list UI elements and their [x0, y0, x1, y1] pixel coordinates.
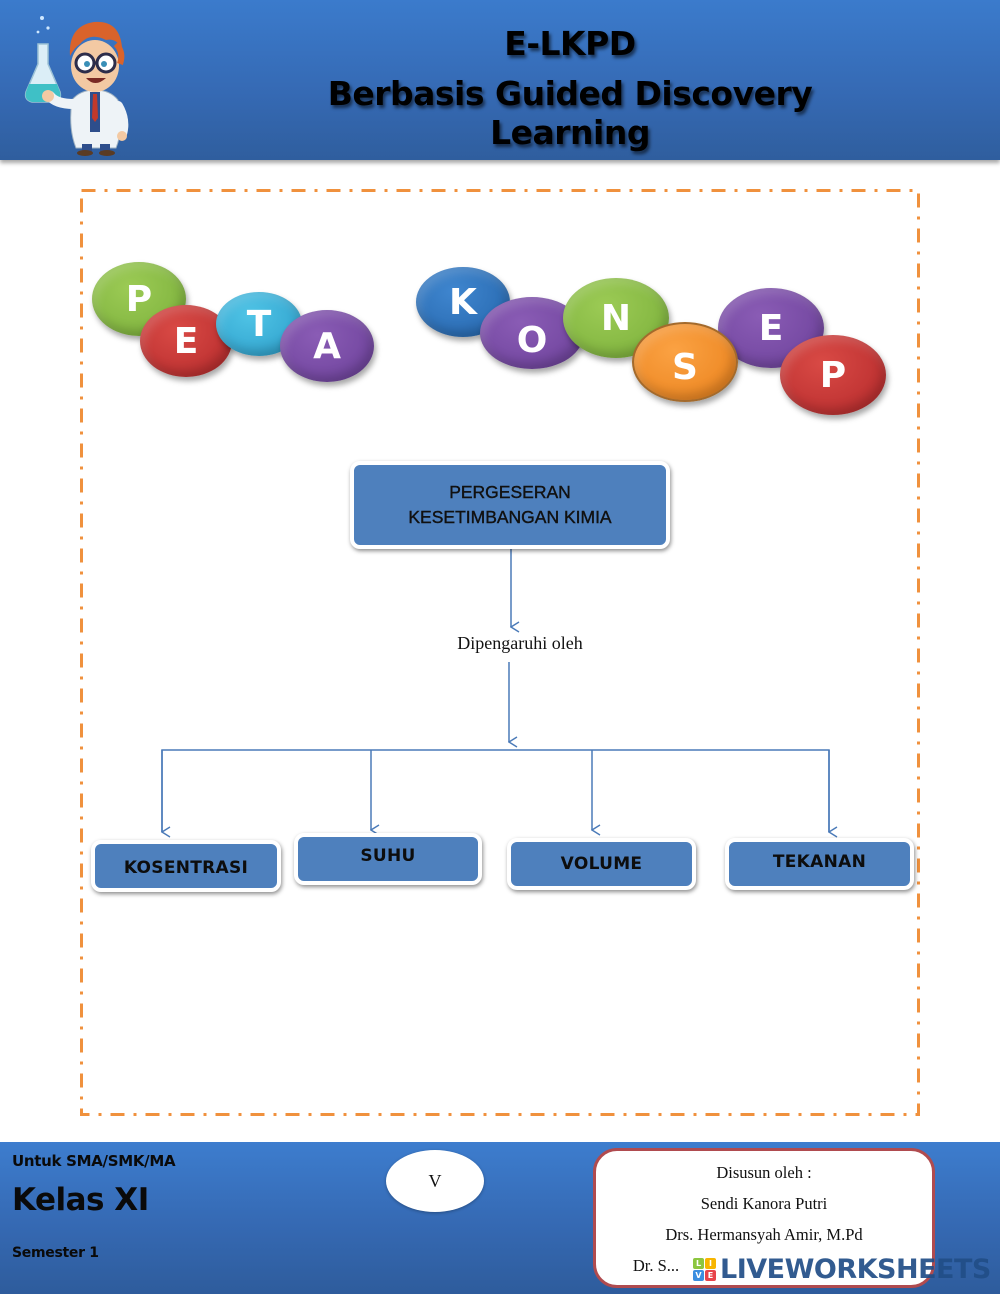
bubble-letter-p2: P [780, 335, 886, 415]
audience-label: Untuk SMA/SMK/MA [12, 1152, 176, 1170]
factor-box-suhu: SUHU [294, 833, 482, 885]
author-name: Drs. Hermansyah Amir, M.Pd [665, 1225, 863, 1244]
factor-label: TEKANAN [772, 852, 867, 872]
document-title: E-LKPD [504, 24, 636, 63]
factor-label: SUHU [360, 846, 416, 866]
grade-label: Kelas XI [12, 1182, 149, 1218]
dashed-frame [80, 189, 920, 1116]
factor-label: VOLUME [560, 854, 643, 874]
author-name: Sendi Kanora Putri [700, 1194, 828, 1213]
header-banner: E-LKPD Berbasis Guided Discovery Learnin… [0, 0, 1000, 160]
liveworksheets-logo-icon: L I V E [693, 1257, 716, 1281]
watermark-text: LIVEWORKSHEETS [720, 1253, 991, 1285]
factor-box-kosentrasi: KOSENTRASI [91, 840, 281, 892]
bubble-letter-s: S [632, 322, 738, 402]
factor-box-tekanan: TEKANAN [725, 838, 914, 890]
root-line-2: KESETIMBANGAN KIMIA [408, 507, 612, 527]
root-line-1: PERGESERAN [449, 482, 571, 502]
concept-root-box: PERGESERAN KESETIMBANGAN KIMIA [350, 461, 670, 549]
author-name: Dr. S... [632, 1256, 680, 1275]
scientist-mascot-icon [24, 16, 129, 156]
bubble-letter-e: E [140, 305, 232, 377]
authors-box: Disusun oleh : Sendi Kanora Putri Drs. H… [593, 1148, 935, 1288]
authors-heading: Disusun oleh : [716, 1163, 812, 1182]
page-number: V [386, 1150, 484, 1212]
factor-box-volume: VOLUME [507, 838, 696, 890]
document-subtitle: Berbasis Guided Discovery Learning [327, 74, 813, 152]
connector-label: Dipengaruhi oleh [457, 633, 583, 653]
liveworksheets-watermark[interactable]: L I V E LIVEWORKSHEETS [693, 1253, 991, 1285]
footer-banner: Untuk SMA/SMK/MA Kelas XI Semester 1 V D… [0, 1142, 1000, 1294]
factor-label: KOSENTRASI [123, 857, 249, 878]
bubble-letter-a: A [280, 310, 374, 382]
semester-label: Semester 1 [12, 1245, 99, 1261]
